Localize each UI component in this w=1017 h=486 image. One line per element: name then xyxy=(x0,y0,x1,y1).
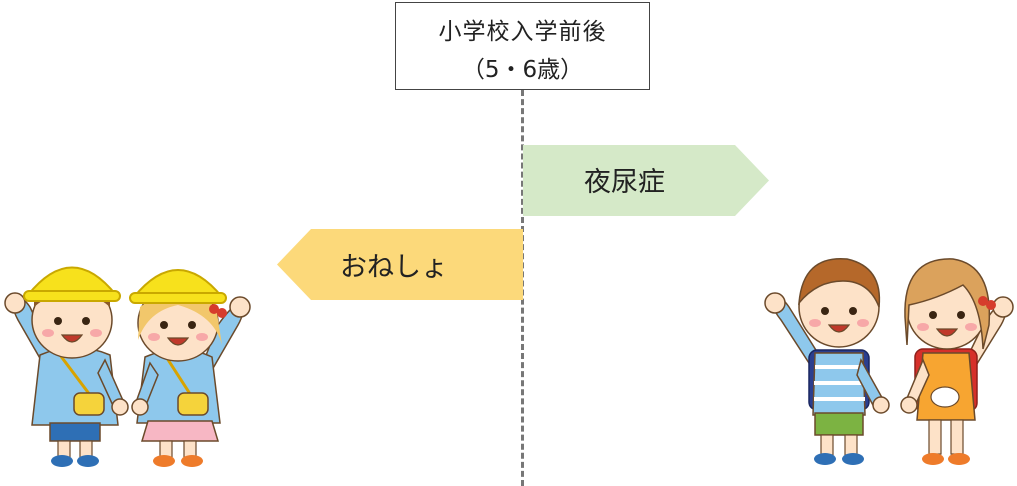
age-threshold-box: 小学校入学前後 （5・6歳） xyxy=(395,2,650,90)
bedwetting-arrow-shape xyxy=(277,229,523,300)
schoolboy xyxy=(764,257,890,465)
enuresis-arrow-shape xyxy=(523,145,769,216)
kindergarten-girl xyxy=(129,269,251,467)
schoolchildren-illustration xyxy=(764,257,1014,465)
kindergarten-boy xyxy=(4,266,129,467)
bedwetting-label: おねしょ xyxy=(340,252,448,283)
kindergarten-children-illustration xyxy=(4,266,251,467)
enuresis-arrow xyxy=(523,145,769,216)
schoolgirl xyxy=(900,258,1014,465)
age-threshold-subtitle: （5・6歳） xyxy=(461,57,584,83)
bedwetting-arrow xyxy=(277,229,523,300)
enuresis-label: 夜尿症 xyxy=(584,167,665,198)
age-threshold-title: 小学校入学前後 xyxy=(438,19,607,45)
